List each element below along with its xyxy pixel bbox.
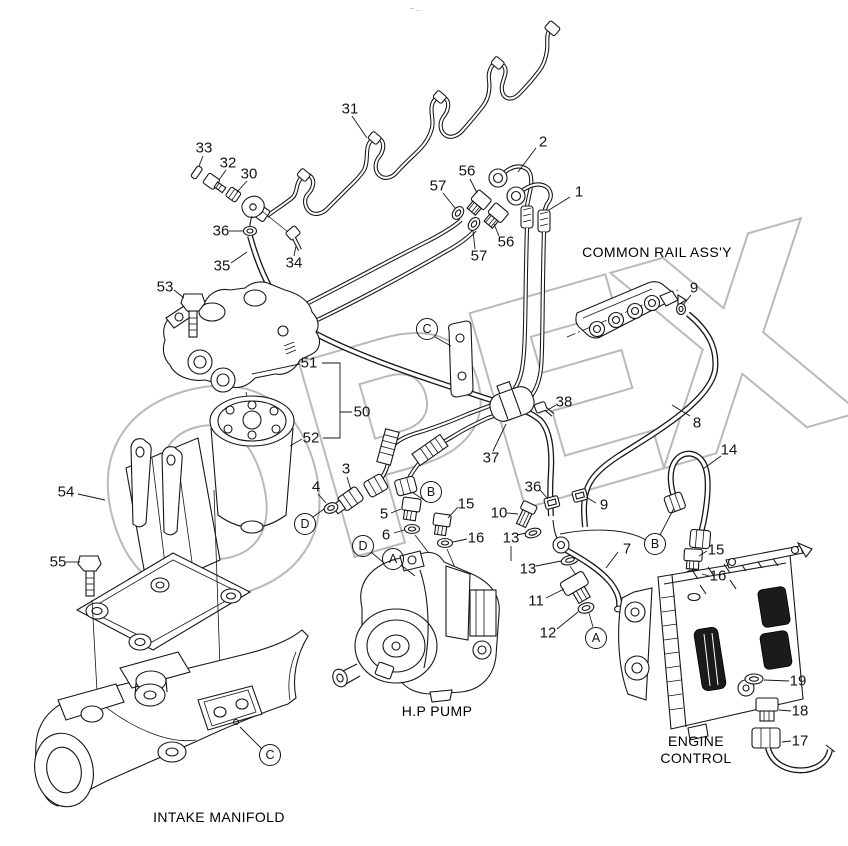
o-ring-57-b (467, 217, 481, 231)
fitting-5 (401, 496, 422, 522)
elbow-2-nut (488, 168, 508, 188)
bolt-34 (285, 225, 302, 251)
ecu-connector-left (693, 626, 727, 692)
hose-junction (543, 488, 625, 613)
rail-ports (588, 294, 661, 338)
elbow-1-nut (506, 186, 526, 206)
filter-bracket-54 (75, 437, 252, 729)
nut-30 (225, 186, 242, 203)
elbow-nut-3 (363, 473, 389, 498)
fitting-15-left (432, 512, 452, 537)
fitting-18 (755, 697, 779, 722)
banjo-10-group (515, 500, 595, 628)
washer-13-a (524, 527, 542, 539)
hose-collars (520, 205, 551, 233)
pin-33 (190, 165, 203, 180)
pipe-caps (254, 20, 561, 222)
intake-manifold-drawing (34, 629, 309, 808)
ecu (618, 541, 813, 741)
ecu-connector-right-top (757, 586, 791, 628)
bolt-55 (77, 555, 102, 597)
common-rail (566, 281, 688, 339)
fitting-11 (559, 571, 591, 605)
o-ring-16-left (436, 537, 454, 549)
bolt-53 (180, 293, 206, 338)
ecu-connector-right-bottom (759, 630, 793, 670)
fuel-filter-52 (209, 395, 295, 534)
elbow-17 (751, 727, 836, 774)
leader-lines (66, 115, 792, 750)
elbow-nut-5 (394, 475, 418, 497)
pump-fittings (323, 428, 457, 579)
fittings-17-18-19 (744, 673, 836, 774)
ecu-mount-rail (725, 545, 804, 569)
top-smudge: ~ ... (410, 6, 422, 13)
clamp-9-mid (571, 488, 589, 503)
return-fittings-top-left (190, 165, 302, 251)
ring-9-top (675, 302, 687, 316)
o-ring-6 (403, 523, 421, 535)
injection-pipe-31 (254, 20, 561, 222)
fuel-filter-head-51 (162, 281, 321, 415)
hp-pump (332, 550, 500, 703)
fitting-15-right (683, 548, 703, 570)
clamp-36-mid (543, 495, 561, 510)
o-ring-57-a (451, 206, 465, 220)
filter-supply-hoses (277, 218, 477, 332)
banjo-elbow (241, 195, 265, 218)
ring-36-top (242, 225, 258, 237)
clamp-37 (489, 380, 535, 422)
ecu-ribs (660, 595, 684, 711)
bolt-32 (202, 172, 227, 194)
hose-14-group (663, 450, 712, 593)
bracket-plate-C (447, 320, 474, 398)
banjo-bolt-10 (515, 500, 538, 529)
o-ring-19 (744, 673, 764, 685)
fittings-56-57 (451, 189, 509, 231)
o-ring-12 (577, 602, 595, 614)
banjo-eye (552, 536, 570, 554)
o-ring-4 (323, 502, 339, 514)
nipple-56-a (466, 189, 492, 216)
